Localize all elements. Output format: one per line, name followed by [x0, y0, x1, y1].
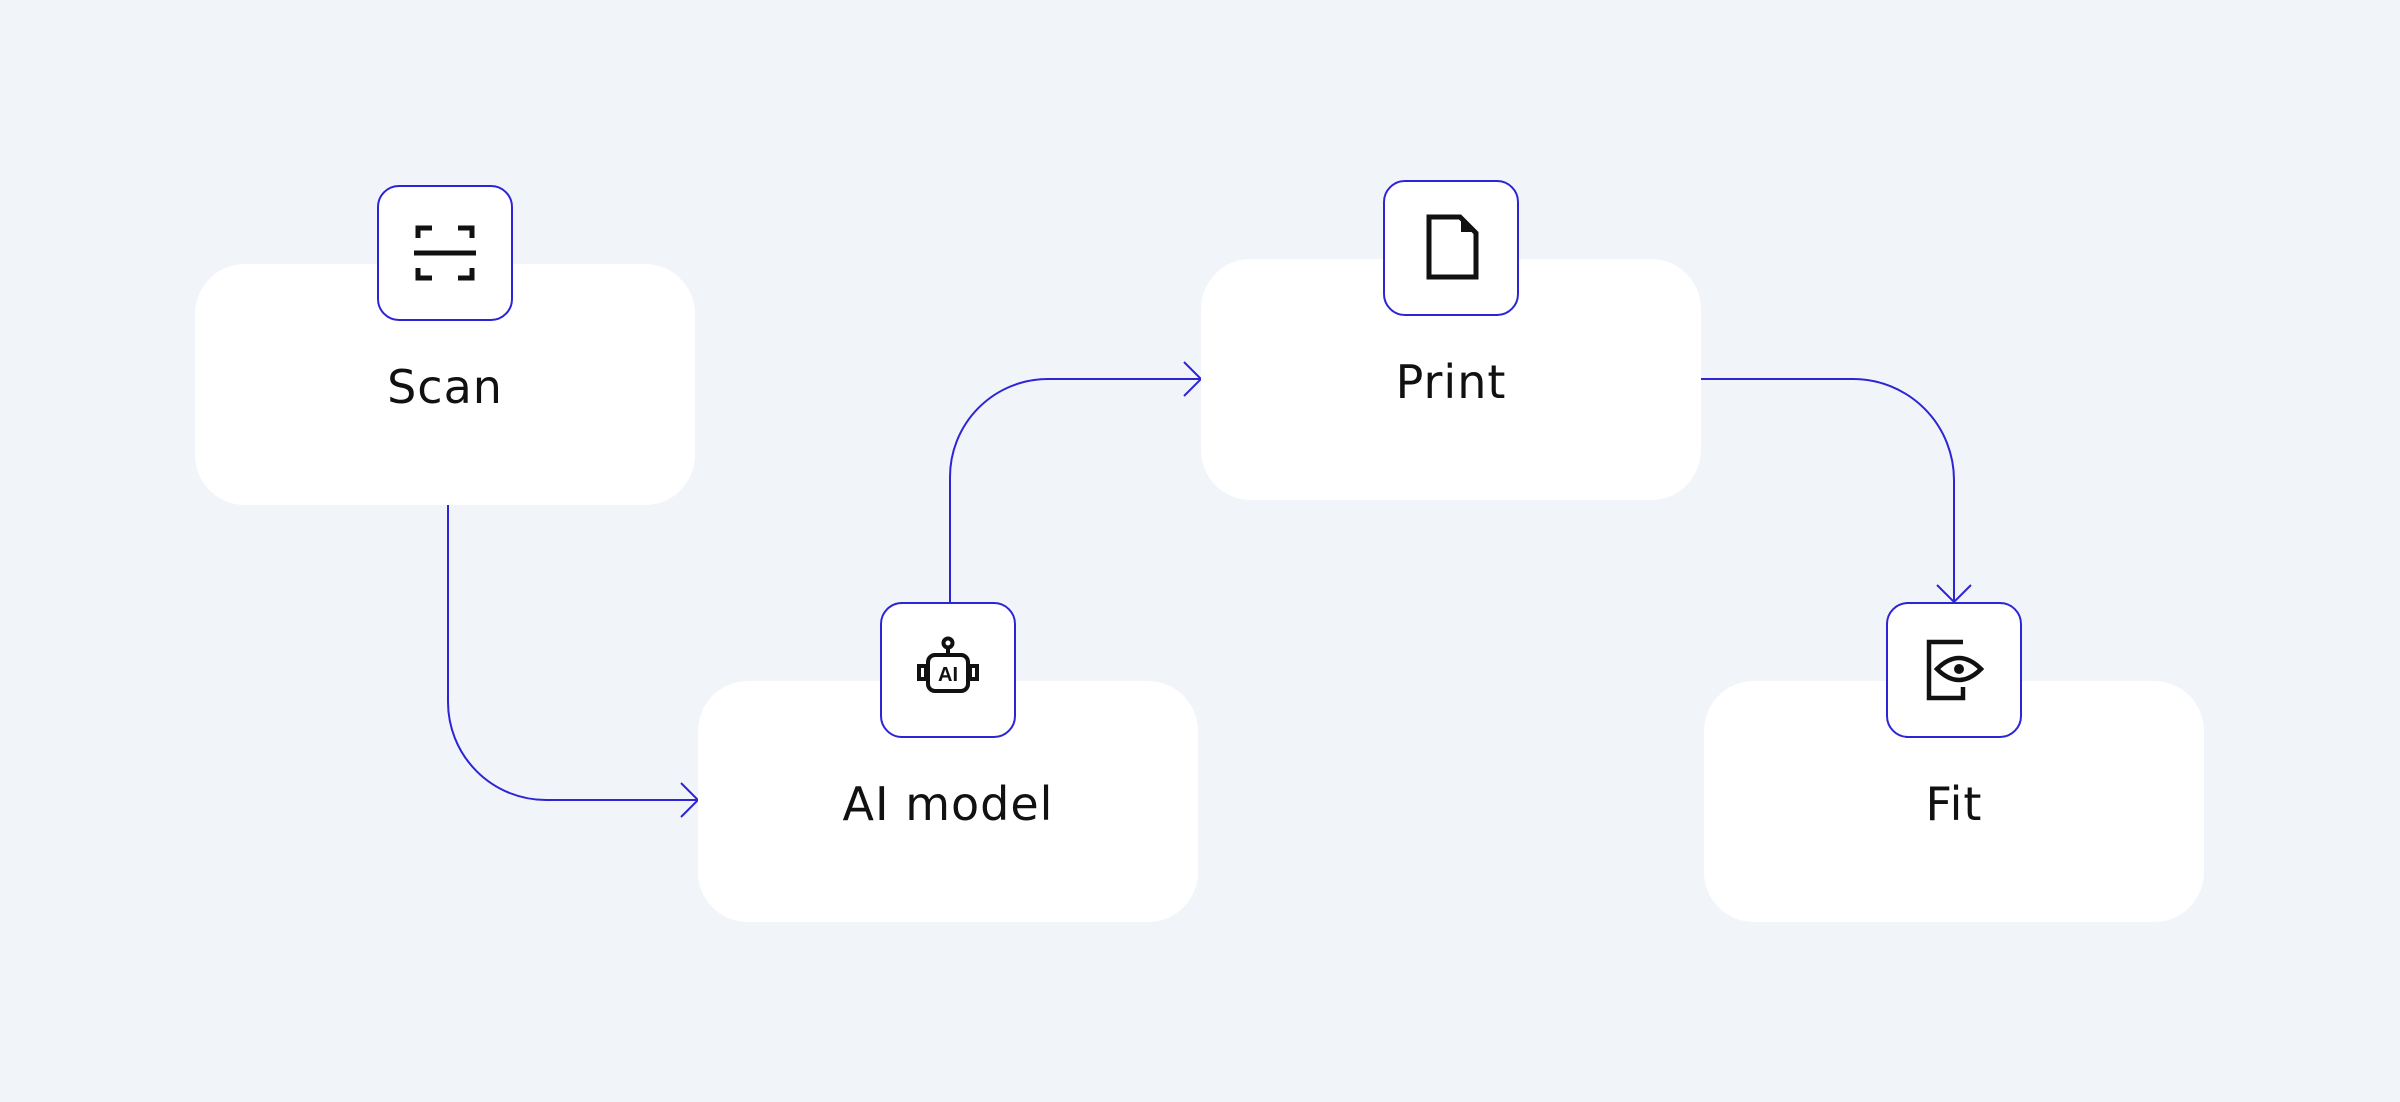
- arrowhead-ai-model: [680, 782, 700, 818]
- node-label-scan: Scan: [387, 360, 503, 414]
- node-ai-model: AI model: [698, 681, 1198, 922]
- node-label-ai-model: AI model: [842, 777, 1054, 831]
- print-icon-box: [1383, 180, 1519, 316]
- connector-print-to-fit: [1701, 378, 1955, 602]
- arrowhead-print: [1183, 361, 1203, 397]
- connector-ai-to-print: [949, 378, 1201, 602]
- ai-badge-text: AI: [938, 664, 958, 686]
- fit-icon-box: [1886, 602, 2022, 738]
- connector-scan-to-ai: [447, 505, 698, 801]
- node-fit: Fit: [1704, 681, 2204, 922]
- ai-icon-box: AI: [880, 602, 1016, 738]
- scan-icon: [414, 225, 476, 281]
- node-label-fit: Fit: [1925, 777, 1983, 831]
- robot-ai-icon: AI: [917, 636, 979, 693]
- document-icon: [1426, 214, 1479, 280]
- arrowhead-fit: [1936, 584, 1972, 604]
- node-label-print: Print: [1395, 355, 1507, 409]
- document-eye-icon: [1926, 639, 1985, 701]
- scan-icon-box: [377, 185, 513, 321]
